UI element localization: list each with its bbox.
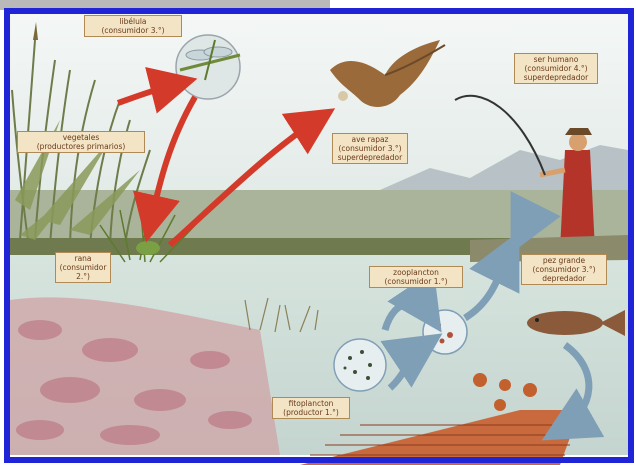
- label-plants-role: (productores primarios): [21, 142, 141, 151]
- label-bigfish-name: pez grande: [525, 256, 603, 265]
- label-bigfish-role: (consumidor 3.°): [525, 265, 603, 274]
- label-raptor-extra: superdepredador: [336, 153, 404, 162]
- label-phytoplankton-role: (productor 1.°): [276, 408, 346, 417]
- label-raptor: ave rapaz (consumidor 3.°) superdepredad…: [332, 133, 408, 164]
- label-human-extra: superdepredador: [518, 73, 594, 82]
- label-zooplankton-role: (consumidor 1.°): [373, 277, 459, 286]
- label-frog: rana (consumidor 2.°): [55, 252, 111, 283]
- label-plants-name: vegetales: [21, 133, 141, 142]
- label-dragonfly-role: (consumidor 3.°): [88, 26, 178, 35]
- label-zooplankton-name: zooplancton: [373, 268, 459, 277]
- label-dragonfly-name: libélula: [88, 17, 178, 26]
- label-dragonfly: libélula (consumidor 3.°): [84, 15, 182, 37]
- label-phytoplankton-name: fitoplancton: [276, 399, 346, 408]
- label-raptor-role: (consumidor 3.°): [336, 144, 404, 153]
- label-bigfish-extra: depredador: [525, 274, 603, 283]
- phytoplankton-inset: [334, 339, 386, 391]
- label-raptor-name: ave rapaz: [336, 135, 404, 144]
- label-human-role: (consumidor 4.°): [518, 64, 594, 73]
- label-phytoplankton: fitoplancton (productor 1.°): [272, 397, 350, 419]
- label-frog-role2: 2.°): [59, 272, 107, 281]
- top-gray-bar: [0, 0, 330, 10]
- label-human-name: ser humano: [518, 55, 594, 64]
- zooplankton-inset: [423, 310, 467, 354]
- label-plants: vegetales (productores primarios): [17, 131, 145, 153]
- label-frog-name: rana: [59, 254, 107, 263]
- label-frog-role1: (consumidor: [59, 263, 107, 272]
- label-bigfish: pez grande (consumidor 3.°) depredador: [521, 254, 607, 285]
- label-human: ser humano (consumidor 4.°) superdepreda…: [514, 53, 598, 84]
- frog: [136, 241, 160, 255]
- label-zooplankton: zooplancton (consumidor 1.°): [369, 266, 463, 288]
